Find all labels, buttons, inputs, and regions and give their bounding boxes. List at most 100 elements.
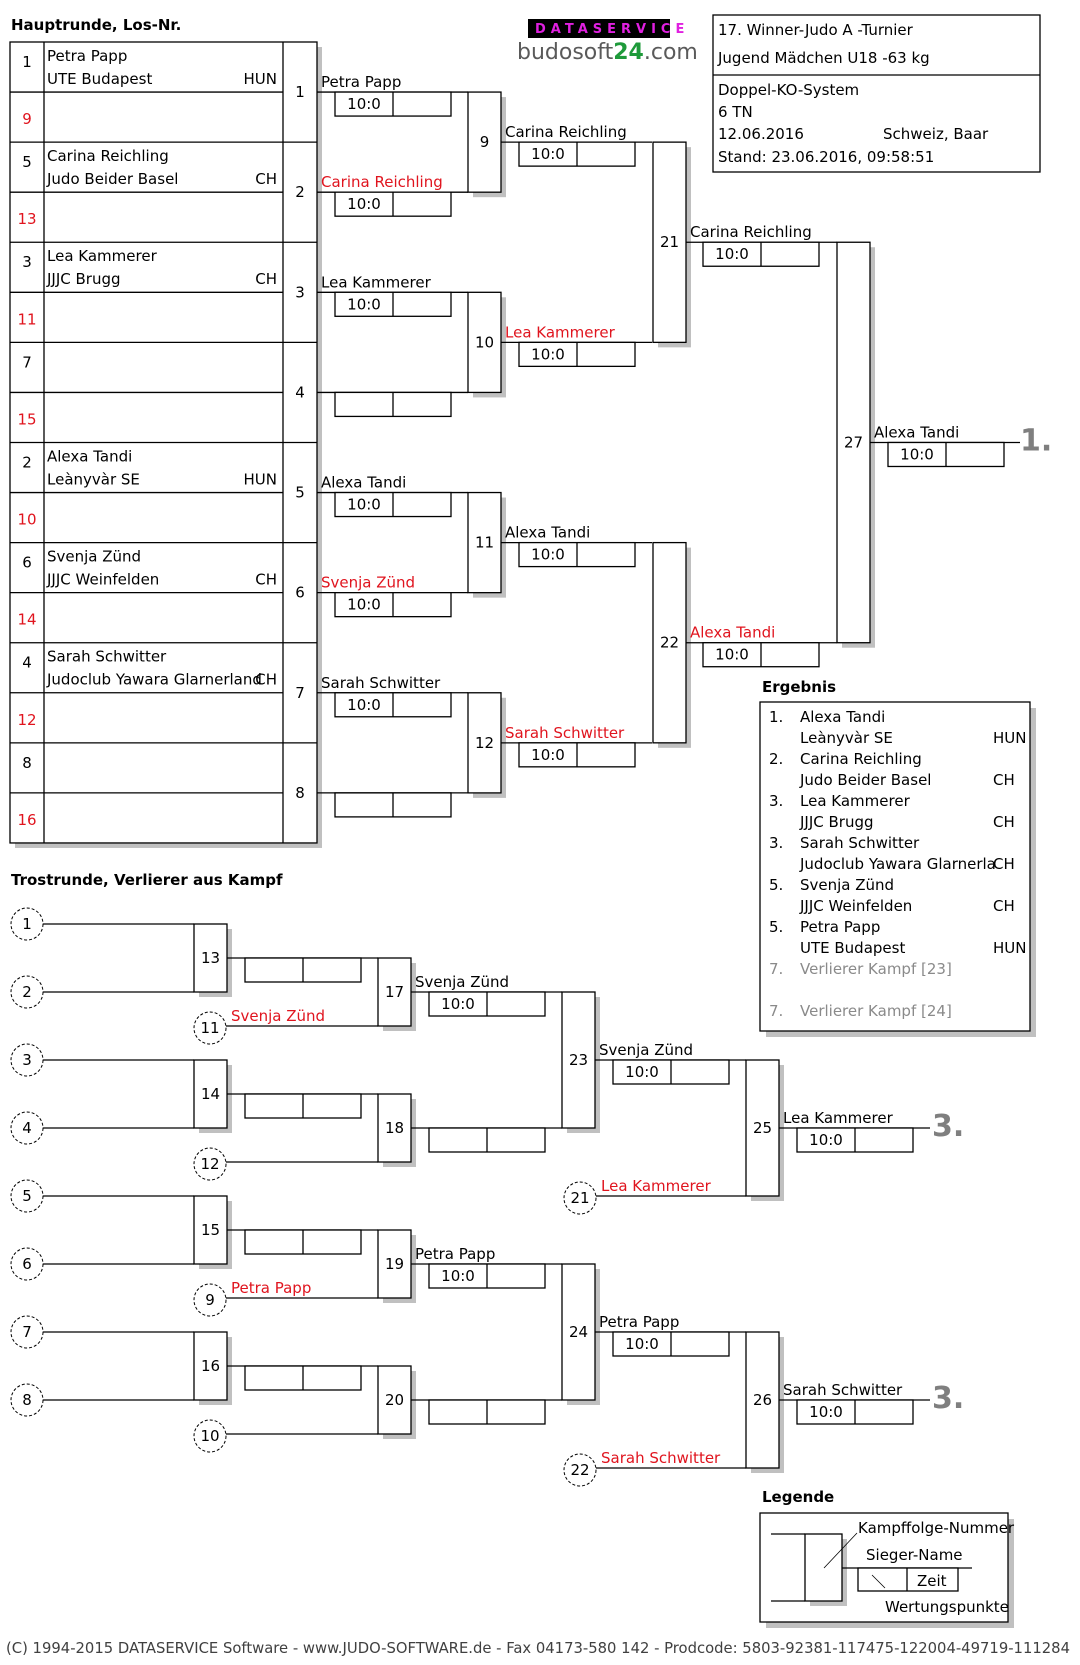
info-box-frame <box>712 14 1041 173</box>
match-box <box>652 541 687 744</box>
los-number: 13 <box>17 210 36 228</box>
match-number: 22 <box>660 634 679 652</box>
match-box <box>193 1195 228 1265</box>
winner-name: Lea Kammerer <box>321 273 432 291</box>
match-number: 7 <box>295 684 305 702</box>
winner-name: Svenja Zünd <box>415 973 509 991</box>
match-number: 19 <box>385 1255 404 1273</box>
result-name: Verlierer Kampf [23] <box>800 960 952 978</box>
legend-winner-name: Sieger-Name <box>866 1546 963 1564</box>
result-rank: 5. <box>769 918 783 936</box>
logo-brand-text: budosoft24.com <box>517 40 698 65</box>
score-points: 10:0 <box>809 1403 843 1421</box>
consolation-heading: Trostrunde, Verlierer aus Kampf <box>11 871 283 889</box>
winner-name: Petra Papp <box>599 1313 679 1331</box>
match-box <box>467 692 502 794</box>
winner-name: Svenja Zünd <box>321 574 415 592</box>
loser-source-circle <box>193 1419 227 1453</box>
athlete-nation: CH <box>255 270 277 288</box>
result-name: Lea Kammerer <box>800 792 911 810</box>
match-number: 17 <box>385 983 404 1001</box>
match-number: 15 <box>201 1221 220 1239</box>
loser-source-circle <box>193 1283 227 1317</box>
match-number: 21 <box>660 233 679 251</box>
loser-name: Sarah Schwitter <box>601 1449 721 1467</box>
match-number: 20 <box>385 1391 404 1409</box>
match-number: 6 <box>295 584 305 602</box>
loser-source-number: 9 <box>205 1291 215 1309</box>
result-nation: CH <box>993 855 1015 873</box>
athlete-club: UTE Budapest <box>47 70 152 88</box>
athlete-nation: CH <box>255 571 277 589</box>
match-box <box>193 1059 228 1129</box>
draw-row: 12 <box>17 711 36 729</box>
result-name: Petra Papp <box>800 918 880 936</box>
winner-name: Sarah Schwitter <box>505 724 625 742</box>
match-18-result <box>411 1127 562 1153</box>
match-box <box>652 141 687 344</box>
stand-timestamp: Stand: 23.06.2016, 09:58:51 <box>718 148 934 166</box>
los-number: 6 <box>22 554 32 572</box>
result-rank: 5. <box>769 876 783 894</box>
result-club: UTE Budapest <box>800 939 905 957</box>
third-place-marker: 3. <box>932 1109 964 1144</box>
loser-name: Petra Papp <box>231 1279 311 1297</box>
third-place-marker: 3. <box>932 1381 964 1416</box>
match-number: 13 <box>201 949 220 967</box>
match-box <box>467 291 502 394</box>
los-number: 7 <box>22 353 32 371</box>
loser-source-number: 8 <box>22 1391 32 1409</box>
result-name: Alexa Tandi <box>800 708 885 726</box>
result-club: Judoclub Yawara Glarnerla <box>799 855 996 873</box>
tournament-info-box: 17. Winner-Judo A -Turnier Jugend Mädche… <box>712 14 1041 173</box>
match-number: 14 <box>201 1085 220 1103</box>
loser-source-number: 7 <box>22 1323 32 1341</box>
match-number: 1 <box>295 83 305 101</box>
loser-source-number: 4 <box>22 1119 32 1137</box>
athlete-club: Judoclub Yawara Glarnerland <box>46 671 262 689</box>
event-location: Schweiz, Baar <box>883 125 989 143</box>
match-box <box>561 1263 596 1401</box>
winner-name: Alexa Tandi <box>321 474 406 492</box>
loser-source-number: 3 <box>22 1051 32 1069</box>
loser-source-number: 5 <box>22 1187 32 1205</box>
los-number: 5 <box>22 153 32 171</box>
draw-row: 9 <box>22 110 32 128</box>
result-name: Sarah Schwitter <box>800 834 920 852</box>
match-number: 10 <box>475 333 494 351</box>
winner-name: Petra Papp <box>321 73 401 91</box>
match-box <box>377 1229 412 1299</box>
athlete-club: Leànyvàr SE <box>47 470 140 488</box>
result-rank: 7. <box>769 1002 783 1020</box>
winner-name: Lea Kammerer <box>505 323 616 341</box>
los-number: 3 <box>22 253 32 271</box>
result-club: Leànyvàr SE <box>800 729 893 747</box>
result-rank: 3. <box>769 792 783 810</box>
score-points: 10:0 <box>347 596 381 614</box>
legend-match-box <box>804 1533 843 1602</box>
athlete-name: Alexa Tandi <box>47 447 132 465</box>
score-points: 10:0 <box>531 145 565 163</box>
result-rank: 2. <box>769 750 783 768</box>
result-name: Svenja Zünd <box>800 876 894 894</box>
score-points: 10:0 <box>441 995 475 1013</box>
match-box <box>745 1331 780 1469</box>
result-name: Verlierer Kampf [24] <box>800 1002 952 1020</box>
match-box <box>745 1059 780 1197</box>
match-box <box>467 491 502 594</box>
